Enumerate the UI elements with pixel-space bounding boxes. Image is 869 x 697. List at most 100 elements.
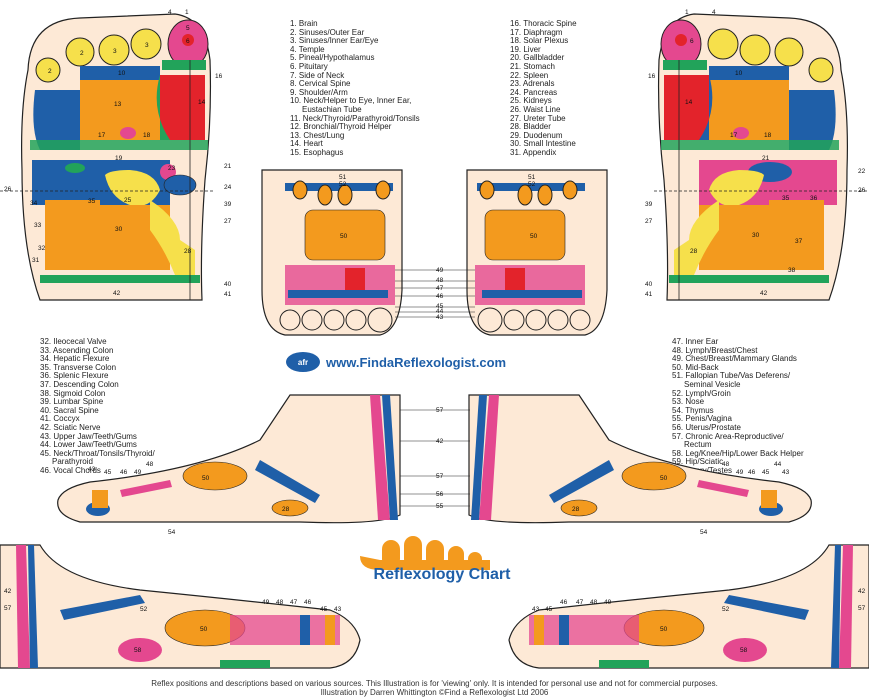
ref-43: 43: [532, 606, 540, 613]
ref-24: 24: [224, 184, 232, 191]
ref-37: 37: [795, 238, 803, 245]
ref-38: 38: [788, 267, 796, 274]
footer-credit: Illustration by Darren Whittington ©Find…: [0, 689, 869, 697]
ref-47: 47: [436, 285, 444, 292]
ref-40: 40: [224, 281, 232, 288]
ref-36: 36: [810, 195, 818, 202]
ref-1: 1: [185, 9, 189, 16]
ref-4: 4: [712, 9, 716, 16]
ref-6: 6: [186, 38, 190, 45]
ref-48: 48: [436, 277, 444, 284]
ref-50: 50: [660, 475, 668, 482]
ref-26: 26: [4, 186, 12, 193]
ref-48: 48: [276, 599, 284, 606]
ref-39: 39: [645, 201, 653, 208]
site-logo-icon: afr: [286, 352, 320, 372]
chart-title: Reflexology Chart: [332, 566, 552, 584]
ref-57: 57: [436, 473, 444, 480]
site-url[interactable]: www.FindaReflexologist.com: [326, 355, 506, 370]
ref-47: 47: [576, 599, 584, 606]
ref-54: 54: [168, 529, 176, 536]
ref-41: 41: [645, 291, 653, 298]
ref-21: 21: [762, 155, 770, 162]
ref-13: 13: [114, 101, 122, 108]
ref-10: 10: [735, 70, 743, 77]
ref-46: 46: [304, 599, 312, 606]
ref-19: 19: [115, 155, 123, 162]
ref-51: 51: [339, 174, 347, 181]
ref-28: 28: [282, 506, 290, 513]
ref-52: 52: [722, 606, 730, 613]
ref-43: 43: [436, 314, 444, 321]
ref-16: 16: [215, 73, 223, 80]
ref-52: 52: [140, 606, 148, 613]
medial-feet: [58, 395, 812, 523]
ref-14: 14: [198, 99, 206, 106]
ref-49: 49: [436, 267, 444, 274]
ref-6: 6: [690, 38, 694, 45]
ref-14: 14: [685, 99, 693, 106]
ref-46: 46: [748, 469, 756, 476]
ref-3: 3: [145, 42, 149, 49]
ref-31: 31: [32, 257, 40, 264]
ref-17: 17: [98, 132, 106, 139]
ref-42: 42: [436, 438, 444, 445]
ref-43: 43: [334, 606, 342, 613]
ref-48: 48: [146, 461, 154, 468]
ref-45: 45: [104, 469, 112, 476]
ref-56: 56: [436, 491, 444, 498]
ref-32: 32: [38, 245, 46, 252]
ref-45: 45: [545, 606, 553, 613]
ref-10: 10: [118, 70, 126, 77]
ref-4: 4: [168, 9, 172, 16]
ref-27: 27: [224, 218, 232, 225]
ref-49: 49: [736, 469, 744, 476]
ref-35: 35: [88, 198, 96, 205]
ref-52: 52: [528, 181, 536, 188]
ref-58: 58: [740, 647, 748, 654]
ref-39: 39: [224, 201, 232, 208]
ref-17: 17: [730, 132, 738, 139]
ref-50: 50: [340, 233, 348, 240]
ref-49: 49: [604, 599, 612, 606]
ref-57: 57: [858, 605, 866, 612]
ref-33: 33: [34, 222, 42, 229]
dorsal-feet: [262, 170, 607, 335]
ref-57: 57: [436, 407, 444, 414]
ref-2: 2: [48, 68, 52, 75]
ref-18: 18: [143, 132, 151, 139]
ref-57: 57: [4, 605, 12, 612]
ref-35: 35: [782, 195, 790, 202]
ref-41: 41: [224, 291, 232, 298]
ref-42: 42: [858, 588, 866, 595]
ref-48: 48: [722, 461, 730, 468]
ref-21: 21: [224, 163, 232, 170]
ref-48: 48: [590, 599, 598, 606]
ref-50: 50: [200, 626, 208, 633]
ref-2: 2: [80, 50, 84, 57]
ref-49: 49: [262, 599, 270, 606]
ref-55: 55: [436, 503, 444, 510]
ref-16: 16: [648, 73, 656, 80]
ref-30: 30: [752, 232, 760, 239]
footer: Reflex positions and descriptions based …: [0, 680, 869, 697]
ref-43: 43: [782, 469, 790, 476]
ref-45: 45: [762, 469, 770, 476]
ref-52: 52: [339, 181, 347, 188]
ref-45: 45: [320, 606, 328, 613]
ref-50: 50: [530, 233, 538, 240]
ref-51: 51: [528, 174, 536, 181]
ref-28: 28: [572, 506, 580, 513]
ref-50: 50: [202, 475, 210, 482]
ref-26: 26: [858, 187, 866, 194]
ref-44: 44: [774, 461, 782, 468]
ref-46: 46: [560, 599, 568, 606]
ref-28: 28: [690, 248, 698, 255]
site-link[interactable]: afr www.FindaReflexologist.com: [286, 352, 506, 372]
ref-47: 47: [290, 599, 298, 606]
ref-42: 42: [113, 290, 121, 297]
ref-18: 18: [764, 132, 772, 139]
ref-58: 58: [134, 647, 142, 654]
ref-49: 49: [134, 469, 142, 476]
ref-5: 5: [186, 25, 190, 32]
